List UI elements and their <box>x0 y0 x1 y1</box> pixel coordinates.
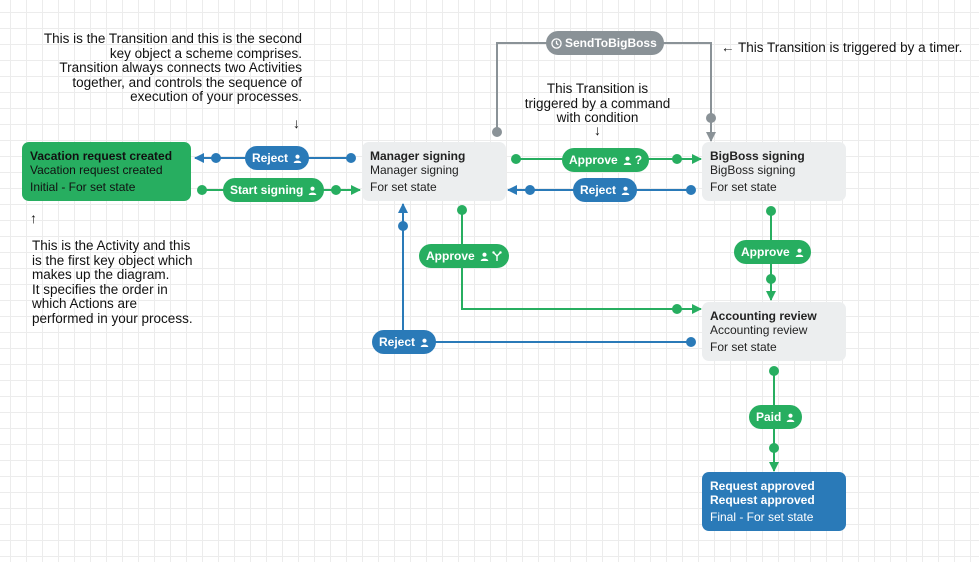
activity-manager-signing[interactable]: Manager signing Manager signing For set … <box>362 142 506 201</box>
arrow-up-icon: ↑ <box>30 210 37 226</box>
fork-icon <box>491 251 502 261</box>
activity-subtitle: Request approved <box>710 493 815 507</box>
transition-label: Approve <box>741 245 790 259</box>
activity-title: Accounting review <box>710 309 817 323</box>
activity-title: Vacation request created <box>30 149 173 163</box>
activity-subtitle: Manager signing <box>370 163 459 177</box>
activity-bigboss-signing[interactable]: BigBoss signing BigBoss signing For set … <box>702 142 846 201</box>
transition-reject-bigboss-to-manager[interactable]: Reject <box>573 178 638 202</box>
user-icon <box>795 248 804 257</box>
transition-label: Paid <box>756 410 782 424</box>
clock-icon <box>551 37 562 49</box>
transition-approve-manager-to-bigboss[interactable]: Approve ? <box>562 148 650 172</box>
activity-vacation-request-created[interactable]: Vacation request created Vacation reques… <box>22 142 191 201</box>
connection-dots <box>197 113 779 453</box>
activity-accounting-review[interactable]: Accounting review Accounting review For … <box>702 302 846 361</box>
note-command: This Transition is triggered by a comman… <box>524 81 671 125</box>
transition-reject-manager-to-vacation[interactable]: Reject <box>245 146 310 170</box>
transition-label: SendToBigBoss <box>565 36 657 50</box>
activity-state: Final - For set state <box>710 510 814 524</box>
transition-send-to-bigboss[interactable]: SendToBigBoss <box>546 31 664 55</box>
transition-label: Reject <box>252 151 289 165</box>
activity-state: For set state <box>710 180 777 194</box>
user-icon <box>621 186 630 195</box>
arrow-down-icon: ↓ <box>594 122 601 138</box>
transition-paid[interactable]: Paid <box>749 405 803 429</box>
activity-title: Request approved <box>710 479 815 493</box>
wire-approve-manager-to-accounting <box>461 210 702 314</box>
transition-label: Approve <box>569 153 618 167</box>
question-icon: ? <box>634 153 643 167</box>
transition-label: Approve <box>426 249 475 263</box>
transition-label: Start signing <box>230 183 304 197</box>
activity-subtitle: BigBoss signing <box>710 163 796 177</box>
activity-state: For set state <box>370 180 437 194</box>
activity-title: BigBoss signing <box>710 149 805 163</box>
transition-label: Reject <box>580 183 617 197</box>
transition-label: Reject <box>379 335 416 349</box>
note-activity: This is the Activity and this is the fir… <box>32 238 193 326</box>
activity-request-approved[interactable]: Request approved Request approved Final … <box>702 472 846 531</box>
activity-state: For set state <box>710 340 777 354</box>
activity-state: Initial - For set state <box>30 180 136 194</box>
activity-title: Manager signing <box>370 149 466 163</box>
transition-approve-bigboss-to-accounting[interactable]: Approve <box>734 240 811 264</box>
note-timer: ← This Transition is triggered by a time… <box>721 40 963 55</box>
arrow-down-icon: ↓ <box>293 115 300 131</box>
user-icon <box>308 186 317 195</box>
user-icon <box>480 252 488 261</box>
transition-reject-accounting-to-manager[interactable]: Reject <box>372 330 437 354</box>
user-icon <box>420 338 429 347</box>
transition-approve-manager-to-accounting[interactable]: Approve <box>419 244 509 268</box>
activity-subtitle: Vacation request created <box>30 163 163 177</box>
user-icon <box>293 154 302 163</box>
transition-start-signing[interactable]: Start signing <box>223 178 325 202</box>
note-transition: This is the Transition and this is the s… <box>43 31 302 104</box>
activity-subtitle: Accounting review <box>710 323 808 337</box>
user-icon <box>623 156 631 165</box>
user-icon <box>786 413 795 422</box>
wire-reject-accounting-to-manager <box>398 203 691 343</box>
